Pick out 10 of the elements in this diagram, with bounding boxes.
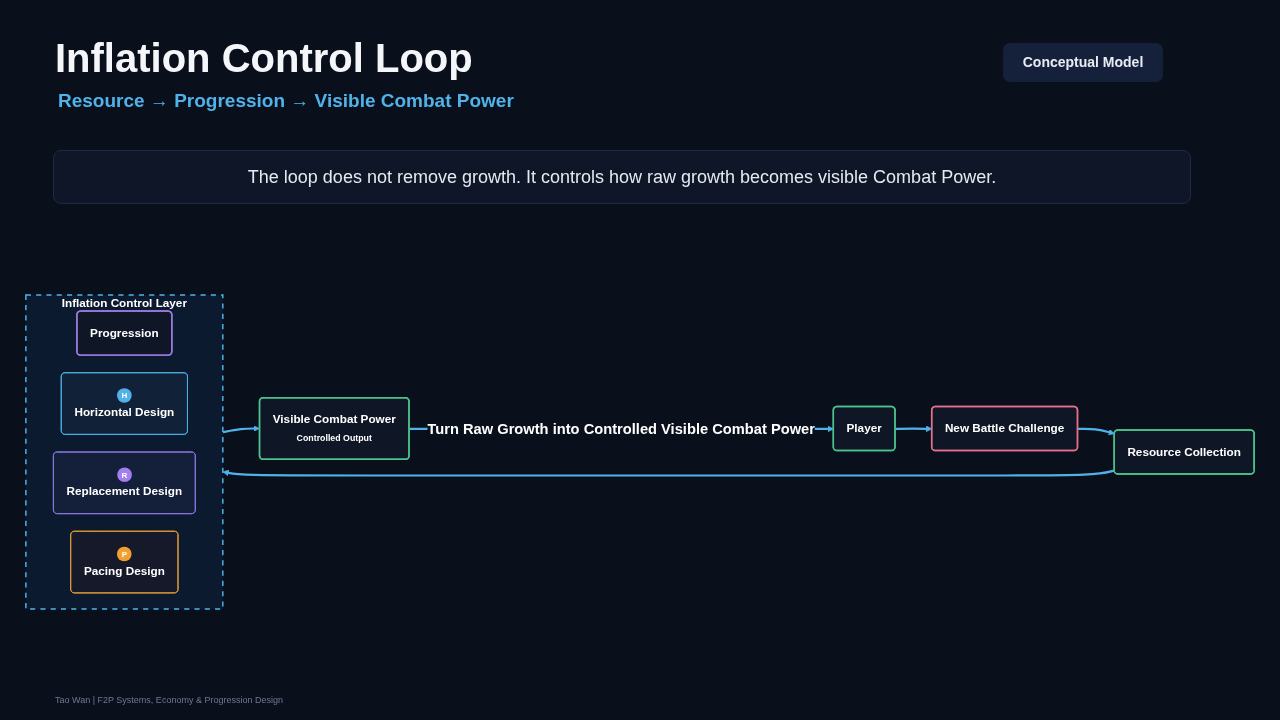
footer-text: Tao Wan | F2P Systems, Economy & Progression Design	[55, 695, 283, 705]
arrow	[1077, 427, 1115, 436]
subtitle: Resource → Progression → Visible Combat Power	[58, 90, 514, 112]
category-tag: Conceptual Model	[1003, 43, 1163, 82]
arrow	[222, 425, 260, 434]
flowchart: Turn Raw Growth into Controlled Visible Combat Power Inflation Control Layer Progression H Horizontal Design R Replacement Design P Pacing Design Player New Battle Challenge Resource Collection Visible Combat Power Controlled Output	[20, 222, 1260, 682]
cluster	[25, 294, 224, 610]
page-title: Inflation Control Loop	[55, 36, 473, 81]
note-banner: The loop does not remove growth. It controls how raw growth becomes visible Combat Power.	[53, 150, 1191, 204]
arrow	[222, 469, 1115, 477]
